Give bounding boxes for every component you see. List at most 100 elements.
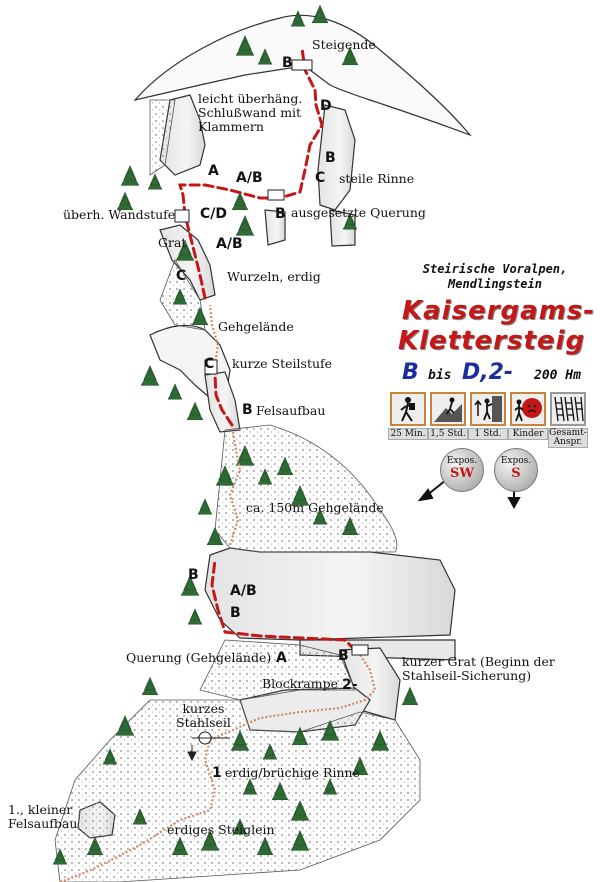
descent-icon <box>470 392 506 426</box>
caption-kids: Kinder <box>508 428 548 440</box>
tree <box>257 468 273 485</box>
grade-2: 2- <box>342 677 358 693</box>
tree <box>351 756 369 776</box>
tree <box>191 306 209 326</box>
route-markers <box>174 59 369 762</box>
ladder-rating-icon <box>550 392 586 426</box>
tree <box>200 829 220 851</box>
tree <box>242 778 258 795</box>
tree <box>141 676 159 696</box>
label-steigende: Steigende <box>312 37 376 52</box>
tree <box>290 829 310 851</box>
tree <box>147 173 163 190</box>
tree <box>370 729 390 751</box>
legend-diff-bis: bis <box>428 368 452 383</box>
label-grat: Grat <box>158 235 187 250</box>
tree <box>197 498 213 515</box>
hiker-approach-icon <box>390 392 426 426</box>
tree <box>231 191 249 211</box>
kids-icon <box>510 392 546 426</box>
grade-c-wurzeln: C <box>176 268 187 284</box>
label-steile-rinne: steile Rinne <box>339 171 415 186</box>
tree <box>291 726 309 746</box>
legend-diff-from: B <box>402 360 419 385</box>
label-wurzeln: Wurzeln, erdig <box>227 269 321 284</box>
tree <box>257 48 273 65</box>
tree <box>262 743 278 760</box>
tree <box>171 836 189 856</box>
caption-overall: Gesamt- Anspr. <box>548 428 588 448</box>
label-querung-gehgelaende: Querung (Gehgelände) <box>126 650 272 665</box>
tree <box>230 729 250 751</box>
tree <box>115 714 135 736</box>
expo-label-2: Expos. <box>500 456 532 466</box>
tree <box>116 191 134 211</box>
tree <box>235 34 255 56</box>
grade-b-querung: B <box>275 206 286 222</box>
tree <box>311 4 329 24</box>
tree <box>290 10 306 27</box>
caption-approach: 25 Min. <box>388 428 428 440</box>
grade-1: 1 <box>212 765 222 781</box>
legend-title-line1: Kaisergams- <box>402 296 596 326</box>
label-rinne: erdig/brüchige Rinne <box>225 765 360 780</box>
tree <box>341 46 359 66</box>
tree <box>235 444 255 466</box>
grade-b-lower2: B <box>230 605 241 621</box>
tree <box>52 848 68 865</box>
expo-s: S <box>511 466 521 481</box>
tree <box>132 808 148 825</box>
expo-label-1: Expos. <box>446 456 478 466</box>
caption-ascent: 1,5 Std. <box>428 428 468 440</box>
tree <box>120 164 140 186</box>
label-steilstufe: kurze Steilstufe <box>232 356 333 371</box>
tree <box>320 719 340 741</box>
tree <box>206 526 224 546</box>
grade-b-grat: B <box>338 648 349 664</box>
label-wandstufe: überh. Wandstufe <box>63 207 176 222</box>
expo-sw: SW <box>450 466 474 481</box>
tree <box>256 836 274 856</box>
grade-b-fels: B <box>242 402 253 418</box>
tree <box>186 401 204 421</box>
tree <box>341 516 359 536</box>
caption-descent: 1 Std. <box>468 428 508 440</box>
tree <box>342 213 358 230</box>
grade-d: D <box>320 98 332 114</box>
tree <box>86 836 104 856</box>
grade-ab-lower: A/B <box>230 583 257 599</box>
tree <box>102 748 118 765</box>
legend-diff-to: D,2- <box>462 360 514 385</box>
tree <box>271 781 289 801</box>
exposure-s-badge: Expos. S <box>494 448 538 492</box>
grade-cd: C/D <box>200 206 228 222</box>
grade-b-lower: B <box>188 567 199 583</box>
tree <box>235 214 255 236</box>
label-kleiner-felsaufbau: 1., kleiner Felsaufbau <box>8 802 78 831</box>
grade-ab-grat: A/B <box>216 236 243 252</box>
legend-title-line2: Klettersteig <box>398 326 586 356</box>
grade-c-rinne: C <box>315 170 326 186</box>
trees <box>52 4 419 865</box>
grade-a: A <box>208 163 219 179</box>
grade-a-querung: A <box>276 650 287 666</box>
label-ausgesetzte-querung: ausgesetzte Querung <box>291 205 426 220</box>
label-steiglein: erdiges Steiglein <box>167 822 275 837</box>
grade-c-steil: C <box>204 356 215 372</box>
grade-b-rinne: B <box>325 150 336 166</box>
tree <box>232 818 248 835</box>
legend-height: 200 Hm <box>534 368 581 383</box>
tree <box>215 464 235 486</box>
tree <box>187 608 203 625</box>
grade-b-top: B <box>282 55 293 71</box>
tree <box>290 799 310 821</box>
tree <box>167 383 183 400</box>
tree <box>322 778 338 795</box>
label-kurzes-stahlseil: kurzes Stahlseil <box>176 701 231 730</box>
tree <box>312 508 328 525</box>
approach-path <box>59 649 377 882</box>
label-gehgelaende: Gehgelände <box>218 319 294 334</box>
tree <box>180 574 200 596</box>
ascent-icon <box>430 392 466 426</box>
tree <box>401 686 419 706</box>
